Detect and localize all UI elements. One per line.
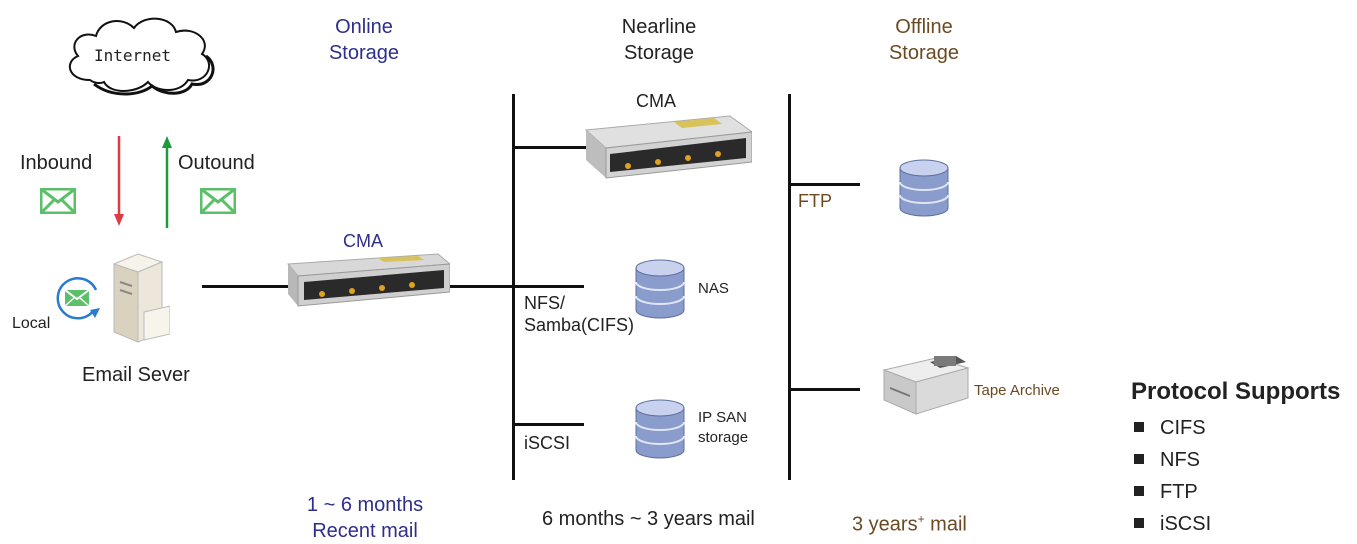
offline-heading-line2: Storage (888, 42, 960, 64)
offline-period-base: 3 years (852, 513, 918, 536)
protocol-item: CIFS (1134, 416, 1206, 440)
envelope-icon (40, 188, 76, 214)
rack-server-icon (584, 115, 752, 179)
online-period-line1: 1 ~ 6 months (306, 494, 424, 516)
online-cma-label: CMA (343, 231, 383, 251)
connector-line (512, 146, 586, 149)
nfs-label-line1: NFS/ (524, 293, 566, 313)
ftp-label: FTP (798, 191, 832, 211)
local-sync-icon (56, 277, 100, 320)
database-icon (635, 399, 685, 459)
server-tower-icon (112, 253, 170, 343)
inbound-label: Inbound (20, 152, 93, 174)
protocol-item: iSCSI (1134, 512, 1211, 536)
connector-line (450, 285, 514, 288)
tape-archive-label: Tape Archive (974, 382, 1060, 399)
cloud-icon (68, 17, 215, 96)
nearline-heading-line1: Nearline (621, 16, 697, 38)
nas-label: NAS (698, 280, 729, 297)
protocol-item-label: CIFS (1160, 417, 1206, 439)
outbound-label: Outound (178, 152, 255, 174)
offline-heading: Offline Storage (872, 14, 976, 66)
local-label: Local (12, 315, 51, 332)
database-icon (899, 159, 949, 217)
offline-period-sup: + (917, 512, 925, 526)
bullet-icon (1134, 453, 1144, 464)
protocol-item: NFS (1134, 448, 1200, 472)
tape-drive-icon (882, 356, 970, 415)
rack-server-icon (286, 253, 450, 307)
online-heading: Online Storage (314, 14, 414, 66)
protocol-title: Protocol Supports (1131, 378, 1341, 405)
offline-heading-line1: Offline (895, 16, 953, 38)
online-heading-line2: Storage (328, 42, 400, 64)
ipsan-label-line2: storage (698, 429, 749, 446)
inbound-arrow (114, 136, 124, 226)
connector-line (512, 423, 584, 426)
envelope-icon (200, 188, 236, 214)
nearline-heading: Nearline Storage (604, 14, 714, 66)
offline-bus-line (788, 94, 791, 480)
nfs-label-line2: Samba(CIFS) (524, 315, 635, 335)
internet-label: Internet (94, 46, 172, 65)
nearline-cma-label: CMA (636, 91, 676, 111)
iscsi-label: iSCSI (524, 433, 571, 453)
nearline-period: 6 months ~ 3 years mail (542, 508, 755, 530)
protocol-item-label: NFS (1160, 449, 1200, 471)
protocol-item: FTP (1134, 480, 1198, 504)
protocol-item-label: FTP (1160, 481, 1198, 503)
connector-line (202, 285, 290, 288)
connector-line (512, 285, 584, 288)
bullet-icon (1134, 421, 1144, 432)
outbound-arrow (162, 136, 172, 228)
nearline-heading-line2: Storage (623, 42, 695, 64)
bullet-icon (1134, 485, 1144, 496)
offline-period: 3 years+ mail (852, 506, 967, 538)
online-period-line2: Recent mail (312, 520, 418, 542)
email-server-label: Email Sever (82, 364, 190, 386)
protocol-item-label: iSCSI (1160, 513, 1212, 535)
online-heading-line1: Online (335, 16, 393, 38)
connector-line (788, 388, 860, 391)
bullet-icon (1134, 517, 1144, 528)
online-period: 1 ~ 6 months Recent mail (290, 492, 440, 544)
connector-line (788, 183, 860, 186)
database-icon (635, 259, 685, 319)
offline-period-tail: mail (924, 513, 967, 536)
ipsan-label-line1: IP SAN (698, 409, 747, 426)
